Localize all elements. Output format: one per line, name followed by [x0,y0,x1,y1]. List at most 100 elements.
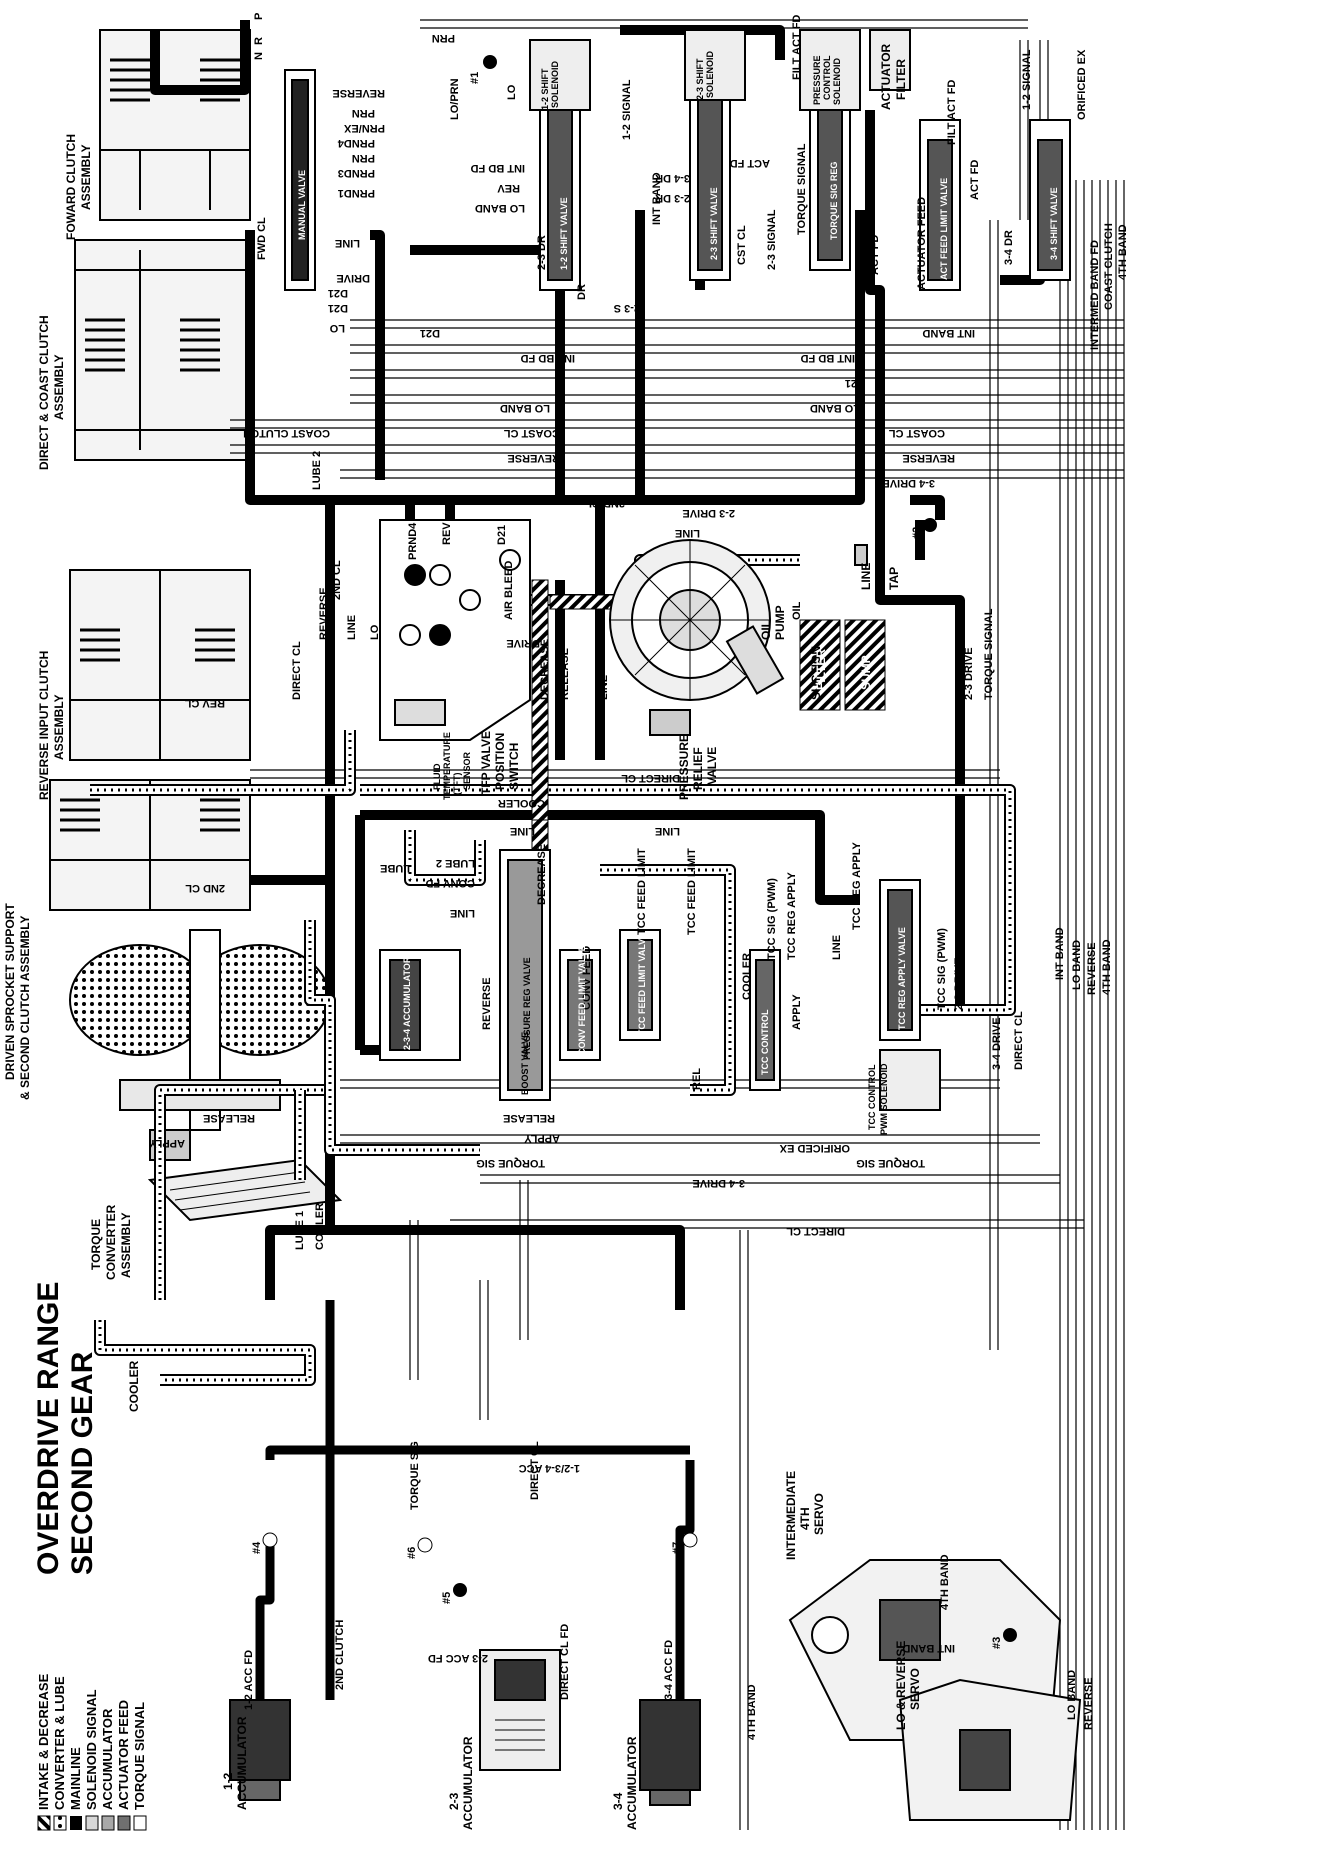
tfp-label-3: SWITCH [507,743,521,790]
label-reverse-top: REVERSE [332,87,385,99]
selector-n: N [253,52,265,60]
label-d21-tfp: D21 [496,525,508,545]
label-2nd-cl-h: 2ND CL [585,497,625,509]
tfp-label-1: TFP VALVE [479,731,493,795]
sump-block [844,619,886,711]
checkball-4: #4 [251,1541,263,1554]
accumulator-12 [229,1699,291,1781]
label-air-bleed: AIR BLEED [503,561,515,620]
tcc-solenoid-label-1: TCC CONTROL [867,1064,877,1130]
line-pressure-tap [854,544,868,566]
label-prn-3: PRN [352,152,375,164]
label-dr23-b: 2-3 DR [536,235,548,270]
legend-swatch-intake [37,1815,51,1831]
svg-text:CONVERTER: CONVERTER [104,1204,118,1280]
label-d21-manual: D21 [328,287,348,299]
pressure-reg-label: PRESSURE REG VALVE [522,957,532,1060]
label-orificed-ex: ORIFICED EX [779,1142,850,1154]
label-torque-sig-acc: TORQUE SIG [409,1441,421,1510]
cooler-illustration [147,1158,343,1222]
label-drive34-lower: 3-4 DRIVE [692,1177,745,1189]
svg-text:ASSEMBLY: ASSEMBLY [52,694,66,760]
label-lube-2-mid: LUBE 2 [436,857,475,869]
label-release-tc: RELEASE [203,1112,255,1124]
label-act-fd-top: ACT FD [730,157,770,169]
label-rev-tfp: REV [441,522,453,545]
pressure-control-solenoid [799,29,861,111]
label-line-v: LINE [346,615,358,640]
label-reverse-v2: REVERSE [1086,942,1098,995]
sump-label: SUMP [859,655,873,690]
page-title: OVERDRIVE RANGE SECOND GEAR [32,1282,99,1575]
label-int-band-top: INT BAND [651,172,663,225]
svg-text:REVERSE INPUT CLUTCH: REVERSE INPUT CLUTCH [37,651,51,800]
svg-text:ASSEMBLY: ASSEMBLY [52,354,66,420]
label-apply-lower: APPLY [524,1132,560,1144]
label-decrease-pr: DECREASE [536,844,548,905]
label-4th-band-top: 4TH BAND [1117,224,1129,280]
label-line-h: LINE [675,527,700,539]
label-int-band-h1: INT BAND [922,327,975,339]
tft-label-2: TEMPERATURE [442,732,452,800]
legend: INTAKE & DECREASE CONVERTER & LUBE MAINL… [36,1673,147,1831]
label-drive34-h: 3-4 DRIVE [882,477,935,489]
label-lo-band-h: LO BAND [500,402,550,414]
legend-swatch-solenoid [85,1815,99,1831]
int-servo-label-3: SERVO [812,1493,826,1535]
legend-label: INTAKE & DECREASE [36,1673,51,1810]
label-rel: REL [691,1068,703,1090]
label-4th-band-v: 4TH BAND [1101,939,1113,995]
forward-clutch-label: FOWARD CLUTCH ASSEMBLY [64,134,93,240]
legend-label: CONVERTER & LUBE [52,1676,67,1810]
label-int-bd-fd-h: INT BD FD [521,352,575,364]
tfp-switch-plate [379,519,531,741]
oil-pump [609,539,785,701]
label-prnd4-tfp: PRND4 [407,522,419,560]
label-line-h2: LINE [510,825,535,837]
label-4th-band-bottom: 4TH BAND [746,1684,758,1740]
selector-r: R [253,37,265,45]
checkball-1: #1 [469,72,481,84]
sol12-label-2: SOLENOID [550,60,560,108]
suction-label: SUCTION [809,646,823,700]
actuator-filter-label-2: FILTER [894,59,908,100]
label-lube: LUBE [380,862,410,874]
label-release-lower: RELEASE [503,1112,555,1124]
lo-rev-servo-label-2: SERVO [908,1668,922,1710]
sol23-label-2: SOLENOID [705,50,715,98]
label-act-fd-right: ACT FD [969,160,981,200]
label-apply-tc: APPLY [149,1137,185,1149]
label-fwd-cl: FWD CL [256,217,268,260]
label-4th-band-servo: 4TH BAND [939,1554,951,1610]
label-dr34: 3-4 DR [655,172,690,184]
torque-converter-illustration [69,929,331,1161]
label-lo-tfp: LO [369,624,381,640]
tft-label-1: FLUID [432,763,442,790]
int-servo-label-1: INTERMEDIATE [784,1471,798,1560]
legend-label: ACCUMULATOR [100,1708,115,1810]
legend-swatch-accumulator [101,1815,115,1831]
oil-pump-label-1: OIL [759,620,773,640]
label-sig12-right: 1-2 SIGNAL [1021,49,1033,110]
torque-converter-label: TORQUE CONVERTER ASSEMBLY [89,1204,133,1280]
int-servo-label-2: 4TH [798,1507,812,1530]
shift-12-label: 1-2 SHIFT VALVE [559,197,569,270]
label-drive23-h: 2-3 DRIVE [682,507,735,519]
label-drive23-v2: 2-3 DRIVE [963,647,975,700]
label-filt-act-fd-2: FILT ACT FD [946,80,958,145]
label-reverse-h2: REVERSE [902,452,955,464]
legend-swatch-torque [133,1815,147,1831]
label-drive-tfp: DRIVE [506,637,540,649]
filter-block [799,619,841,711]
label-prnd3: PRND3 [338,167,375,179]
pcs-label-3: SOLENOID [832,57,842,105]
label-coast-clutch-right: COAST CLUTCH [1103,223,1115,310]
reverse-input-clutch-label: REVERSE INPUT CLUTCH ASSEMBLY [37,651,66,800]
label-oil-pump: OIL [791,601,803,620]
torque-sig-reg-label: TORQUE SIG REG [829,162,839,240]
servos [788,1559,1082,1821]
pcs-label-1: PRESSURE [812,55,822,105]
checkball-6: #6 [406,1547,418,1559]
label-lo-prn: LO/PRN [449,78,461,120]
